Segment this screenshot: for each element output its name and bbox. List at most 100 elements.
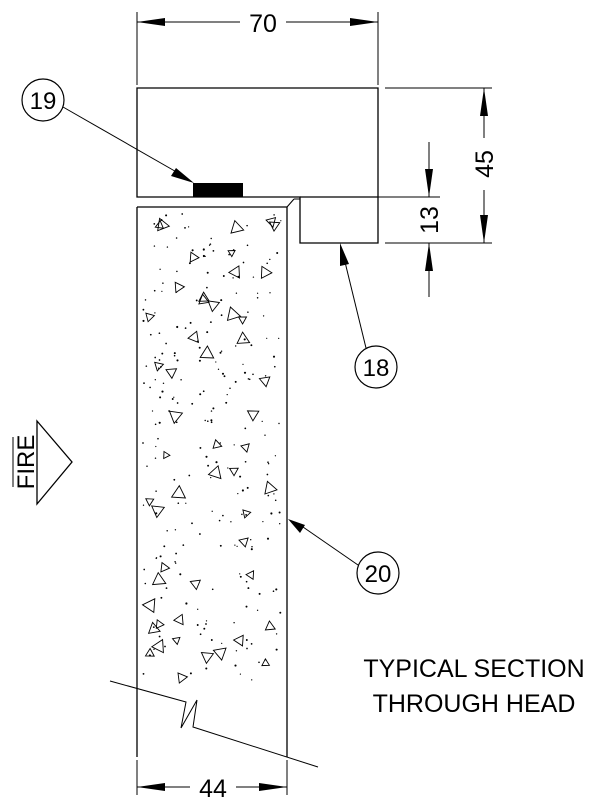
- hatch-dot: [159, 555, 162, 558]
- hatch-aggregate: [189, 251, 200, 263]
- hatch-dot: [203, 627, 206, 630]
- hatch-dot: [206, 331, 209, 334]
- hatch-dot: [149, 333, 152, 336]
- hatch-aggregate: [151, 571, 167, 586]
- hatch-aggregate: [238, 537, 249, 548]
- hatch-dot: [182, 544, 185, 546]
- hatch-dot: [142, 442, 144, 444]
- hatch-dot: [273, 365, 276, 368]
- hatch-dot: [250, 548, 253, 551]
- hatch-aggregate: [260, 265, 273, 280]
- hatch-dot: [198, 533, 201, 535]
- hatch-aggregate: [177, 672, 189, 684]
- hatch-dot: [215, 461, 218, 464]
- hatch-dot: [234, 380, 237, 383]
- hatch-dot: [256, 292, 259, 294]
- hatch-dot: [246, 486, 249, 489]
- hatch-dot: [158, 421, 161, 424]
- hatch-dot: [217, 368, 220, 370]
- hatch-dot: [210, 419, 213, 422]
- hatch-dot: [278, 337, 280, 340]
- hatch-dot: [205, 667, 208, 670]
- hatch-dot: [176, 359, 179, 362]
- hatch-dot: [199, 633, 202, 636]
- hatch-aggregate: [199, 345, 215, 359]
- hatch-dot: [175, 237, 178, 239]
- hatch-dot: [179, 573, 182, 576]
- hatch-aggregate: [230, 219, 245, 234]
- hatch-dot: [230, 521, 232, 523]
- hatch-dot: [246, 244, 249, 247]
- hatch-aggregate: [170, 484, 187, 499]
- hatch-dot: [241, 489, 244, 492]
- hatch-dot: [177, 502, 180, 505]
- hatch-aggregate: [207, 300, 221, 313]
- hatch-dot: [234, 544, 236, 546]
- dimension-label-44: 44: [199, 775, 227, 803]
- hatch-dot: [157, 437, 159, 440]
- hatch-dot: [191, 522, 193, 525]
- hatch-dot: [220, 299, 223, 302]
- hatch-dot: [154, 312, 156, 314]
- hatch-dot: [250, 643, 253, 645]
- title-line-1: TYPICAL SECTION: [363, 655, 584, 683]
- callout-19: 19: [21, 78, 194, 183]
- hatch-dot: [153, 223, 156, 225]
- hatch-dot: [199, 393, 202, 396]
- hatch-dot: [176, 270, 178, 273]
- callout-19-label: 19: [30, 88, 57, 115]
- hatch-dot: [204, 419, 206, 422]
- hatch-aggregate: [227, 265, 240, 279]
- hatch-dot: [175, 552, 178, 555]
- hatch-dot: [162, 282, 164, 284]
- hatch-dot: [269, 292, 271, 294]
- hatch-dot: [225, 401, 228, 404]
- concrete-hatching: [141, 213, 282, 684]
- hatch-dot: [161, 290, 163, 292]
- hatch-dot: [161, 352, 164, 355]
- hatch-dot: [250, 539, 252, 541]
- hatch-dot: [245, 639, 248, 641]
- hatch-dot: [220, 314, 223, 317]
- hatch-dot: [159, 268, 161, 270]
- hatch-dot: [155, 445, 157, 448]
- hatch-dot: [248, 378, 251, 381]
- hatch-dot: [191, 249, 194, 252]
- hatch-dot: [212, 407, 215, 410]
- hatch-dot: [166, 246, 169, 248]
- hatch-dot: [153, 245, 156, 247]
- hatch-aggregate: [145, 498, 155, 507]
- hatch-dot: [272, 355, 276, 358]
- hatch-dot: [234, 664, 237, 667]
- hatch-dot: [211, 588, 214, 591]
- hatch-dot: [189, 672, 192, 675]
- hatch-aggregate: [189, 579, 202, 591]
- hatch-dot: [280, 220, 282, 222]
- dimension-label-13: 13: [416, 206, 444, 234]
- hatch-dot: [266, 537, 270, 540]
- hatch-aggregate: [160, 561, 171, 573]
- hatch-dot: [219, 351, 222, 354]
- hatch-dot: [256, 297, 259, 299]
- hatch-dot: [153, 289, 156, 292]
- hatch-dot: [166, 530, 168, 532]
- hatch-aggregate: [246, 410, 260, 422]
- hatch-dot: [184, 227, 186, 229]
- hatch-dot: [267, 494, 270, 497]
- hatch-dot: [221, 642, 223, 645]
- hatch-dot: [165, 214, 168, 217]
- hatch-aggregate: [157, 217, 171, 232]
- hatch-dot: [143, 382, 145, 384]
- hatch-aggregate: [236, 331, 251, 344]
- hatch-aggregate: [165, 368, 178, 380]
- hatch-aggregate: [154, 219, 165, 229]
- hatch-dot: [155, 557, 158, 559]
- hatch-dot: [252, 276, 255, 278]
- hatch-aggregate: [264, 620, 277, 631]
- hatch-dot: [188, 474, 191, 477]
- hatch-aggregate: [198, 293, 210, 305]
- hatch-dot: [245, 514, 247, 516]
- hatch-dot: [235, 345, 237, 347]
- dimension-frame-depth: 45: [385, 87, 499, 244]
